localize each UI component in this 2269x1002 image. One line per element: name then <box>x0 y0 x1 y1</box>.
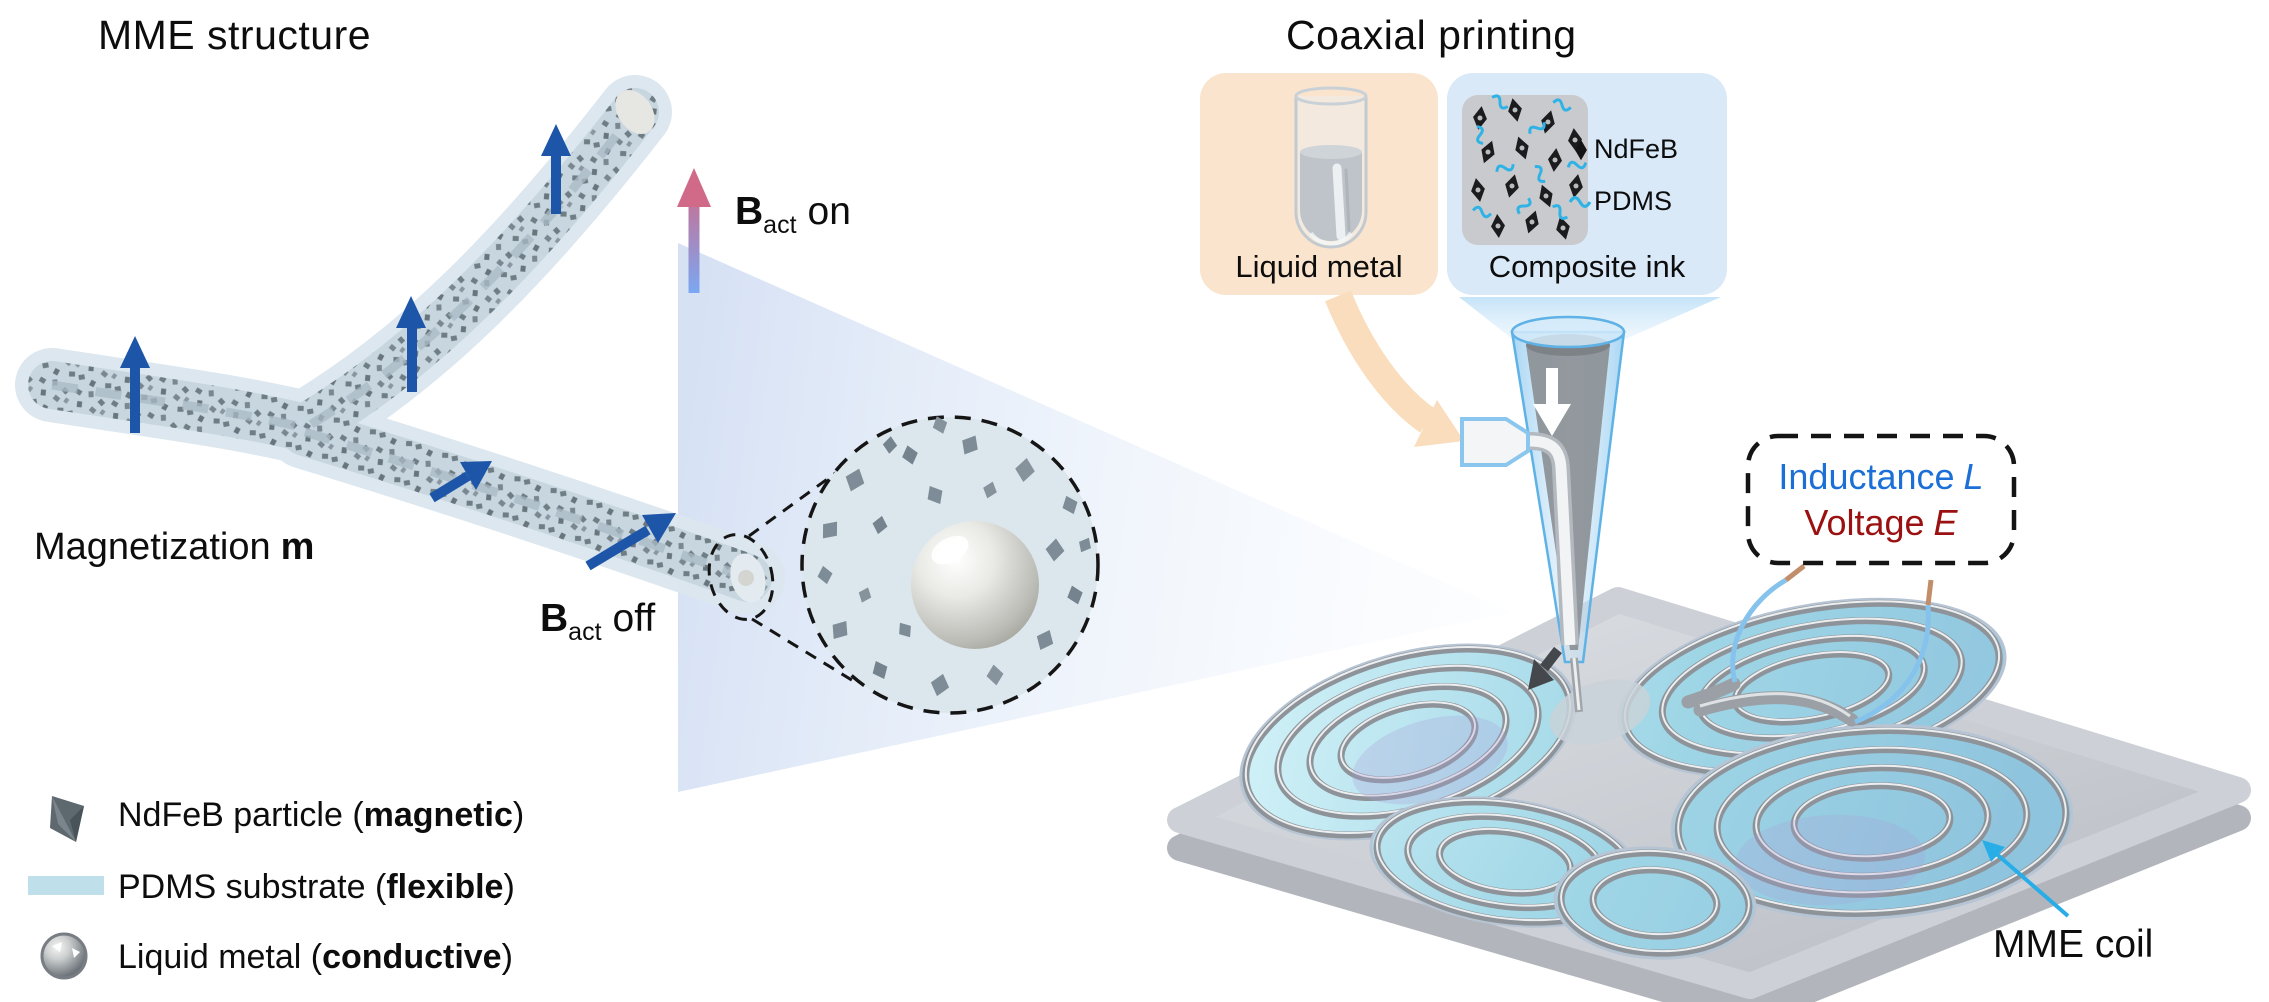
mme-coil-butterfly <box>1239 597 2074 960</box>
legend-bold: magnetic <box>363 796 513 834</box>
legend-item-ndfeb: NdFeB particle (magnetic) <box>118 796 524 835</box>
mme-coil-label: MME coil <box>1993 923 2154 966</box>
wing-right-lower <box>1670 724 2074 920</box>
mme-fiber <box>15 75 785 615</box>
extrusion-arrow <box>1533 368 1571 436</box>
pdms-substrate-icon <box>28 876 104 895</box>
wing-left-upper <box>1239 643 1577 841</box>
liquid-metal-core <box>911 521 1039 649</box>
b-symbol: B <box>735 190 764 233</box>
liquid-metal-icon <box>40 932 88 980</box>
coil-lead-2 <box>1693 691 1859 727</box>
liquid-metal-label: Liquid metal <box>1235 249 1403 284</box>
legend-icons <box>28 796 104 980</box>
legend-item-liquid-metal: Liquid metal (conductive) <box>118 938 513 977</box>
legend-item-pdms: PDMS substrate (flexible) <box>118 868 515 907</box>
b-subscript: act <box>568 618 602 646</box>
wire-tip-copper <box>1925 579 1934 606</box>
fiber-upper-end-cap <box>615 90 655 134</box>
ink-legend-pdms: PDMS <box>1594 186 1673 216</box>
legend-text: ) <box>512 796 525 834</box>
magnetization-symbol: m <box>280 526 315 568</box>
composite-ink-label: Composite ink <box>1488 249 1686 284</box>
legend-text: Liquid metal ( <box>118 938 323 976</box>
measurement-box-border <box>1745 433 2017 566</box>
coaxial-nozzle <box>1460 315 1626 713</box>
coil-pointer <box>1982 840 2070 918</box>
ndfeb-particle-icon <box>50 796 84 842</box>
right-section-title: Coaxial printing <box>1286 12 1577 58</box>
legend-text: ) <box>503 868 515 906</box>
wire-tip-copper <box>1784 564 1806 582</box>
magnetization-arrows <box>120 124 676 571</box>
magnetization-text: Magnetization <box>34 526 271 568</box>
voltage-symbol: E <box>1933 502 1958 543</box>
b-subscript: act <box>763 211 797 239</box>
liquid-metal-feed-arrow <box>1325 290 1464 447</box>
wing-bottom-lobe <box>1553 846 1757 960</box>
liquid-metal-port <box>1460 417 1530 467</box>
b-state: off <box>612 597 656 640</box>
inductance-symbol: L <box>1963 455 1984 497</box>
measurement-wires <box>1730 564 1934 725</box>
print-direction-arrow <box>1528 646 1562 690</box>
ink-legend-ndfeb: NdFeB <box>1594 134 1679 164</box>
coil-lead-1 <box>1681 677 1741 709</box>
ink-swatch <box>1462 95 1588 245</box>
magnifier-cone <box>707 462 856 684</box>
fiber-cross-section <box>800 413 1100 715</box>
b-state: on <box>807 190 851 233</box>
liquid-metal-vial-icon <box>1294 86 1368 249</box>
legend-text: NdFeB particle ( <box>118 796 364 834</box>
b-act-arrow <box>677 168 711 293</box>
b-symbol: B <box>540 597 569 640</box>
inductance-text: Inductance <box>1778 455 1955 497</box>
left-section-title: MME structure <box>98 12 372 58</box>
composite-ink-panel <box>1447 73 1727 295</box>
legend-bold: conductive <box>322 938 502 976</box>
diamond-highlights <box>1475 107 1579 231</box>
legend-bold: flexible <box>386 868 504 906</box>
legend-text: PDMS substrate ( <box>118 868 387 906</box>
legend-text: ) <box>501 938 513 976</box>
liquid-metal-panel <box>1200 73 1438 295</box>
voltage-text: Voltage <box>1804 502 1925 543</box>
